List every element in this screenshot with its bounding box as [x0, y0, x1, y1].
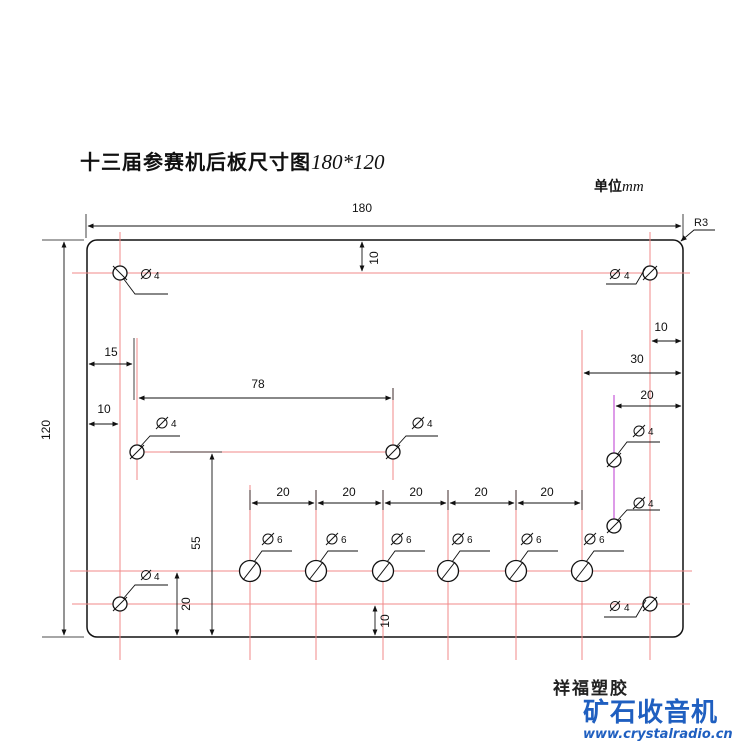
dim-top10-text: 10 [367, 251, 381, 265]
jack-dia-4: 6 [467, 535, 473, 546]
title-text: 十三届参赛机后板尺寸图 [80, 150, 311, 174]
dim-row-2-text: 20 [342, 485, 356, 499]
hole-dia-tl: 4 [154, 271, 160, 282]
unit-label: 单位mm [594, 176, 644, 196]
panel-outline [86, 239, 684, 638]
callout-leaders [122, 266, 660, 618]
hole-dia-ml: 4 [171, 419, 177, 430]
hole-dia-ru: 4 [648, 427, 654, 438]
dim-55-text: 55 [189, 536, 203, 550]
dim-bottom10-text: 10 [378, 614, 392, 628]
title-size: 180*120 [311, 150, 385, 174]
unit-text: 单位 [594, 179, 622, 195]
dim-20v-text: 20 [179, 597, 193, 611]
dim-right20-text: 20 [640, 388, 654, 402]
dim-120-text: 120 [39, 420, 53, 440]
corner-radius-text: R3 [694, 217, 708, 229]
unit-value: mm [622, 179, 644, 195]
holes [112, 265, 658, 612]
dim-right10-text: 10 [654, 320, 668, 334]
dim-row-4-text: 20 [474, 485, 488, 499]
drawing-title: 十三届参赛机后板尺寸图180*120 [80, 146, 385, 175]
jack-dia-6: 6 [599, 535, 605, 546]
centerlines [70, 232, 692, 660]
hole-dia-bl: 4 [154, 572, 160, 583]
jack-dia-5: 6 [536, 535, 542, 546]
dim-row-3-text: 20 [409, 485, 423, 499]
dim-180-text: 180 [352, 201, 372, 215]
dim-left10-text: 10 [97, 402, 111, 416]
dim-row-5-text: 20 [540, 485, 554, 499]
hole-dia-rl: 4 [648, 499, 654, 510]
dim-row-1-text: 20 [276, 485, 290, 499]
jack-dia-2: 6 [341, 535, 347, 546]
dimension-lines [61, 223, 715, 636]
extension-lines [42, 214, 684, 638]
maker-watermark: 祥福塑胶 [553, 679, 629, 699]
r3-leader [680, 229, 715, 242]
dim-78-text: 78 [251, 377, 265, 391]
hole-dia-mr: 4 [427, 419, 433, 430]
brand-watermark: 矿石收音机 [583, 698, 719, 728]
hole-dia-br: 4 [624, 603, 630, 614]
dim-15-text: 15 [104, 345, 118, 359]
jack-dia-3: 6 [406, 535, 412, 546]
jack-dia-1: 6 [277, 535, 283, 546]
site-watermark: www.crystalradio.cn [583, 727, 733, 742]
hole-dia-tr: 4 [624, 271, 630, 282]
dim-right30-text: 30 [630, 352, 644, 366]
